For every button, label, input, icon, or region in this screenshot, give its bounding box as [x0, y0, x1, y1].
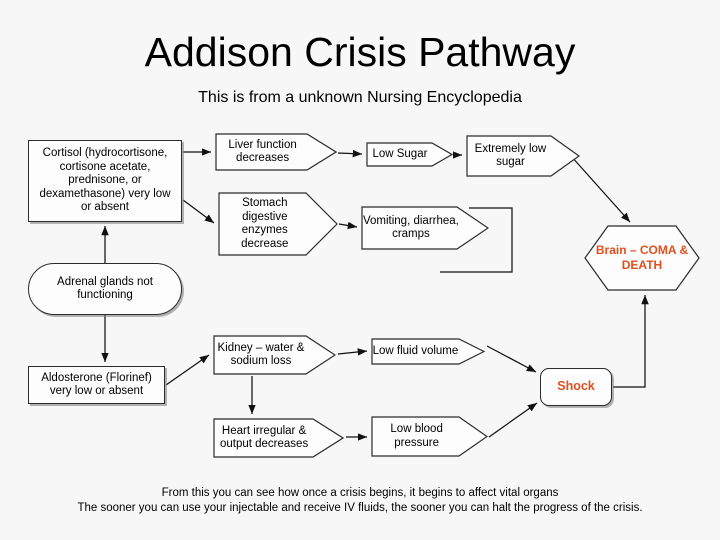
node-brain-coma-death-label: Brain – COMA & DEATH [595, 243, 689, 272]
page-subtitle: This is from a unknown Nursing Encyclope… [198, 89, 522, 106]
pentagon-shape [366, 142, 453, 167]
node-stomach-enzymes-label: Stomach digestive enzymes decrease [241, 197, 289, 250]
node-adrenal-glands-label: Adrenal glands not functioning [57, 275, 153, 302]
node-heart-label: Heart irregular & output decreases [219, 424, 309, 451]
node-low-sugar[interactable]: Low Sugar [366, 142, 453, 167]
node-low-fluid-volume-label: Low fluid volume [372, 344, 459, 357]
footer-line-2: The sooner you can use your injectable a… [77, 502, 643, 514]
pentagon-shape [213, 418, 344, 458]
node-cortisol-label: Cortisol (hydrocortisone, cortisone acet… [39, 147, 171, 214]
edge-kidney-lowfluid [337, 348, 368, 356]
node-brain-coma-death[interactable]: Brain – COMA & DEATH [584, 225, 700, 291]
node-kidney[interactable]: Kidney – water & sodium loss [213, 335, 336, 375]
pentagon-shape [218, 192, 338, 256]
edge-aldosterone-kidney [165, 354, 210, 386]
node-low-sugar-label: Low Sugar [372, 147, 428, 160]
pentagon-shape [215, 133, 337, 171]
pentagon-shape [361, 206, 489, 250]
node-liver-function-label: Liver function decreases [228, 138, 297, 165]
node-shock-label: Shock [557, 379, 595, 394]
node-stomach-enzymes[interactable]: Stomach digestive enzymes decrease [218, 192, 338, 256]
node-low-fluid-volume[interactable]: Low fluid volume [371, 338, 485, 365]
pentagon-shape [371, 416, 488, 457]
edge-lowbp-shock [488, 402, 538, 438]
footer-note: From this you can see how once a crisis … [0, 486, 720, 516]
pentagon-shape [213, 335, 336, 375]
edge-liver-lowsugar [337, 149, 363, 158]
node-shock[interactable]: Shock [540, 368, 612, 406]
node-low-blood-pressure-label: Low blood pressure [390, 423, 443, 449]
node-aldosterone[interactable]: Aldosterone (Florinef) very low or absen… [28, 366, 165, 404]
edge-stomach-vomiting [338, 221, 358, 230]
node-liver-function[interactable]: Liver function decreases [215, 133, 337, 171]
node-cortisol[interactable]: Cortisol (hydrocortisone, cortisone acet… [28, 140, 182, 222]
hexagon-shape [584, 225, 700, 291]
edge-shock-brain [613, 294, 649, 388]
edge-lowfluid-shock [486, 345, 537, 373]
page-title: Addison Crisis Pathway [144, 29, 576, 75]
node-vomiting[interactable]: Vomiting, diarrhea, cramps [361, 206, 489, 250]
edge-cortisol-stomach [182, 199, 215, 224]
pentagon-shape [371, 338, 485, 365]
footer-line-1: From this you can see how once a crisis … [161, 487, 559, 499]
node-extremely-low-sugar[interactable]: Extremely low sugar [466, 135, 580, 177]
node-aldosterone-label: Aldosterone (Florinef) very low or absen… [41, 371, 152, 398]
node-extremely-low-sugar-label: Extremely low sugar [474, 142, 547, 169]
node-adrenal-glands[interactable]: Adrenal glands not functioning [28, 263, 182, 315]
pentagon-shape [466, 135, 580, 177]
node-low-blood-pressure[interactable]: Low blood pressure [371, 416, 488, 457]
node-vomiting-label: Vomiting, diarrhea, cramps [362, 214, 459, 241]
node-kidney-label: Kidney – water & sodium loss [217, 341, 305, 368]
edge-vomiting-branch [440, 207, 513, 273]
node-heart[interactable]: Heart irregular & output decreases [213, 418, 344, 458]
